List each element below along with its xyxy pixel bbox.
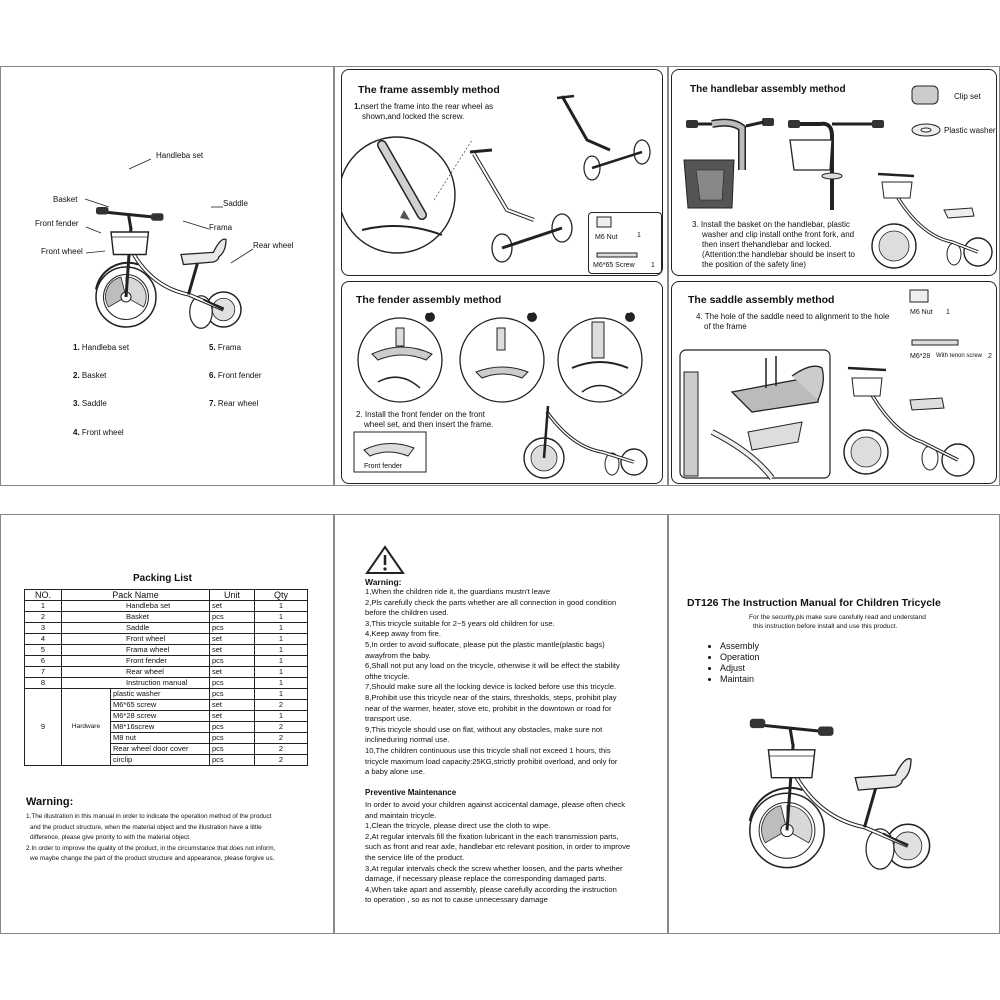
section-title: The fender assembly method xyxy=(356,294,502,306)
screw-qty: 1 xyxy=(651,262,655,269)
nut-label: M6 Nut xyxy=(910,309,933,316)
callout-basket: Basket xyxy=(53,195,78,204)
section-title: The handlebar assembly method xyxy=(690,84,846,95)
col-no: NO. xyxy=(24,589,62,601)
step-text: then insert thehandlebar and locked. xyxy=(702,240,832,249)
assembly-page-1: The frame assembly method 1.nsert the fr… xyxy=(334,66,668,486)
step-text: 2. Install the front fender on the front xyxy=(356,410,485,419)
callout-front-wheel: Front wheel xyxy=(41,247,83,256)
saddle-illustration xyxy=(672,282,997,484)
step-text: (Attention:the handlebar should be inser… xyxy=(702,250,855,259)
part-item: 3. Saddle xyxy=(73,399,107,408)
front-fender-label: Front fender xyxy=(364,463,403,470)
packing-list-title: Packing List xyxy=(133,573,192,584)
parts-overview-page: Handleba set Basket Saddle Frama Front f… xyxy=(0,66,334,486)
part-item: 7. Rear wheel xyxy=(209,399,259,408)
tricycle-cover-illustration xyxy=(669,515,1000,934)
part-item: 5. Frama xyxy=(209,343,242,352)
step-text: of the frame xyxy=(704,322,747,331)
step-text: 3. Install the basket on the handlebar, … xyxy=(692,220,850,229)
warning-list: 1,When the children ride it, the guardia… xyxy=(365,587,620,777)
screw-note: With tenon screw xyxy=(936,353,983,359)
maintenance-list: In order to avoid your children against … xyxy=(365,800,631,905)
part-item: 6. Front fender xyxy=(209,371,262,380)
step-text: 4. The hole of the saddle need to alignm… xyxy=(696,312,890,321)
table-header-row: NO. Pack Name Unit Qty xyxy=(24,589,308,601)
step-text: the position of the safety line) xyxy=(702,260,807,269)
step-text: wheel set, and then insert the frame. xyxy=(364,420,494,429)
col-unit: Unit xyxy=(209,589,255,601)
saddle-assembly-section: The saddle assembly method 4. The hole o… xyxy=(671,281,997,484)
fender-illustration xyxy=(342,312,663,484)
frame-illustration xyxy=(342,70,663,276)
step-text: 1.nsert the frame into the rear wheel as xyxy=(354,102,494,111)
screw-qty: 2 xyxy=(988,353,992,360)
part-item: 4. Front wheel xyxy=(73,428,124,437)
manual-subtitle: For the security,pls make sure carefully… xyxy=(749,614,926,621)
cover-page: DT126 The Instruction Manual for Childre… xyxy=(668,514,1000,934)
safety-warning-page: Warning: 1,When the children ride it, th… xyxy=(334,514,668,934)
handlebar-illustration xyxy=(672,70,997,276)
step-text: shown,and locked the screw. xyxy=(362,112,465,121)
warning-title: Warning: xyxy=(26,796,74,808)
fender-assembly-section: The fender assembly method xyxy=(341,281,663,484)
nut-icon xyxy=(589,213,662,274)
part-item: 1. Handleba set xyxy=(73,343,130,352)
section-title: The saddle assembly method xyxy=(688,294,835,306)
maintenance-heading: Preventive Maintenance xyxy=(365,788,457,797)
col-qty: Qty xyxy=(254,589,308,601)
manual-title: DT126 The Instruction Manual for Childre… xyxy=(687,597,941,609)
list-item: Maintain xyxy=(720,674,760,685)
warning-triangle-icon xyxy=(365,545,405,575)
section-title: The frame assembly method xyxy=(358,84,500,96)
nut-qty: 1 xyxy=(946,309,950,316)
nut-qty: 1 xyxy=(637,232,641,239)
step-text: washer and clip install onthe front fork… xyxy=(702,230,855,239)
callout-saddle: Saddle xyxy=(223,199,248,208)
plastic-washer-label: Plastic washer xyxy=(944,126,996,135)
callout-front-fender: Front fender xyxy=(35,219,79,228)
warning-text: 1.The illustration in this manual in ord… xyxy=(26,813,276,862)
frame-assembly-section: The frame assembly method 1.nsert the fr… xyxy=(341,69,663,276)
handlebar-assembly-section: The handlebar assembly method xyxy=(671,69,997,276)
list-item: Operation xyxy=(720,652,760,663)
assembly-page-2: The handlebar assembly method xyxy=(668,66,1000,486)
manual-subtitle: this instruction before install and use … xyxy=(753,623,898,630)
callout-frame: Frama xyxy=(209,223,233,232)
step-number-3: 3 xyxy=(627,308,631,315)
col-pack-name: Pack Name xyxy=(61,589,210,601)
callout-handlebar: Handleba set xyxy=(156,151,204,160)
tricycle-diagram xyxy=(1,67,334,486)
list-item: Adjust xyxy=(720,663,760,674)
clip-set-label: Clip set xyxy=(954,92,981,101)
step-number-2: 2 xyxy=(529,308,533,315)
callout-rear-wheel: Rear wheel xyxy=(253,241,294,250)
hardware-box: M6 Nut 1 M6*65 Screw 1 xyxy=(588,212,662,274)
list-item: Assembly xyxy=(720,641,760,652)
warning-heading: Warning: xyxy=(365,577,402,587)
step-number-1: 1 xyxy=(427,308,431,315)
nut-label: M6 Nut xyxy=(595,234,618,241)
screw-label: M6*65 Screw xyxy=(593,262,635,269)
contents-list: Assembly Operation Adjust Maintain xyxy=(708,641,760,685)
screw-label: M6*28 xyxy=(910,353,931,360)
part-item: 2. Basket xyxy=(73,371,107,380)
